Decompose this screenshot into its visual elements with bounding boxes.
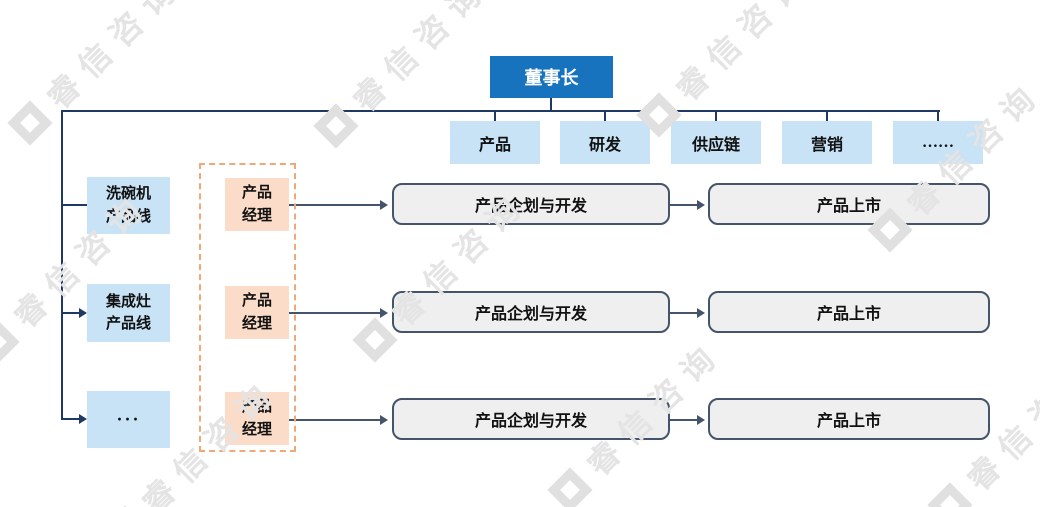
watermark-logo-icon [0, 319, 20, 365]
arrowhead-icon [380, 415, 388, 425]
arrowhead-icon [697, 308, 705, 318]
flow-line [670, 312, 698, 314]
flow-line [289, 419, 381, 421]
node-product-manager: 产品 经理 [225, 392, 289, 445]
connector-row2 [62, 312, 80, 314]
node-product-manager: 产品 经理 [225, 286, 289, 339]
arrowhead-icon [79, 308, 87, 318]
node-stage-launch: 产品上市 [708, 291, 990, 333]
node-stage-planning-dev: 产品企划与开发 [392, 183, 670, 225]
arrowhead-icon [79, 414, 87, 424]
product-manager-group-frame [199, 163, 296, 452]
node-dept-supply-chain: 供应链 [671, 121, 761, 164]
node-stage-planning-dev: 产品企划与开发 [392, 398, 670, 440]
watermark-logo-icon [7, 100, 53, 146]
watermark-logo-icon [547, 467, 593, 507]
arrowhead-icon [697, 200, 705, 210]
watermark: 睿信咨询 [2, 0, 192, 151]
connector-drop [826, 111, 828, 121]
watermark-text: 睿信咨询 [345, 0, 496, 119]
connector-row1 [62, 204, 87, 206]
watermark-logo-icon [927, 482, 973, 507]
node-stage-planning-dev: 产品企划与开发 [392, 291, 670, 333]
connector-left-rail [61, 110, 63, 420]
flow-line [670, 419, 698, 421]
node-product-manager: 产品 经理 [225, 178, 289, 231]
node-product-line-dishwasher: 洗碗机 产品线 [87, 177, 170, 234]
connector-row3 [62, 418, 80, 420]
watermark-logo-icon [352, 317, 398, 363]
node-chairman: 董事长 [490, 56, 613, 98]
connector-root-stem [550, 98, 552, 111]
connector-drop [715, 111, 717, 121]
node-stage-launch: 产品上市 [708, 183, 990, 225]
node-stage-launch: 产品上市 [708, 398, 990, 440]
flow-line [289, 312, 381, 314]
node-dept-product: 产品 [450, 121, 540, 164]
watermark-text: 睿信咨询 [668, 0, 819, 108]
connector-bus [61, 110, 940, 112]
node-dept-rnd: 研发 [560, 121, 650, 164]
arrowhead-icon [697, 415, 705, 425]
node-product-line-stove: 集成灶 产品线 [87, 284, 170, 342]
arrowhead-icon [380, 308, 388, 318]
watermark-text: 睿信咨询 [39, 0, 190, 116]
flow-line [670, 204, 698, 206]
arrowhead-icon [380, 200, 388, 210]
node-product-line-more: ··· [87, 391, 170, 448]
node-dept-marketing: 营销 [782, 121, 872, 164]
connector-drop [604, 111, 606, 121]
connector-drop [937, 111, 939, 121]
flow-line [289, 204, 381, 206]
node-dept-more: …… [893, 121, 983, 164]
connector-drop [494, 111, 496, 121]
